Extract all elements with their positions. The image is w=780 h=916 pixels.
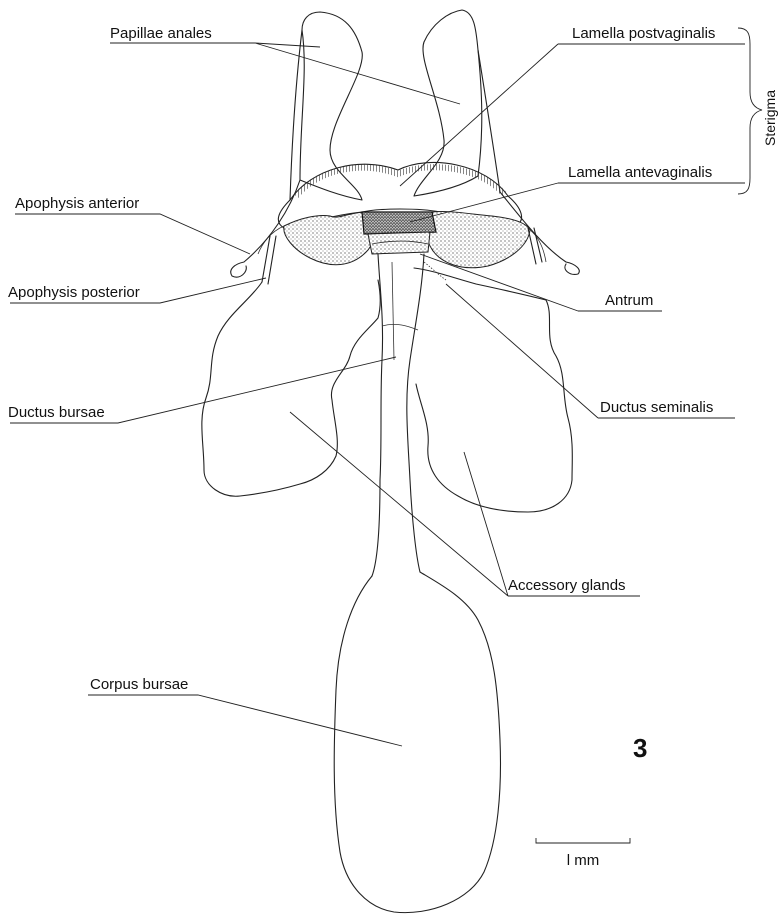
sterigma-brace xyxy=(738,28,762,194)
label-lamella-antevaginalis: Lamella antevaginalis xyxy=(568,164,712,181)
label-lamella-postvaginalis: Lamella postvaginalis xyxy=(572,25,715,42)
corpus-bursae-drawing xyxy=(334,572,500,913)
label-papillae-anales: Papillae anales xyxy=(110,25,212,42)
ductus-seminalis-drawing xyxy=(424,262,446,280)
label-antrum: Antrum xyxy=(605,292,653,309)
label-ductus-seminalis: Ductus seminalis xyxy=(600,399,713,416)
leader-lines xyxy=(10,43,745,746)
figure-number: 3 xyxy=(633,733,647,763)
label-sterigma: Sterigma xyxy=(762,90,778,146)
scale-bar-label: l mm xyxy=(567,852,600,869)
label-accessory-glands: Accessory glands xyxy=(508,577,626,594)
label-ductus-bursae: Ductus bursae xyxy=(8,404,105,421)
scale-bar xyxy=(536,838,630,843)
label-apophysis-anterior: Apophysis anterior xyxy=(15,195,139,212)
label-apophysis-posterior: Apophysis posterior xyxy=(8,284,140,301)
label-corpus-bursae: Corpus bursae xyxy=(90,676,188,693)
